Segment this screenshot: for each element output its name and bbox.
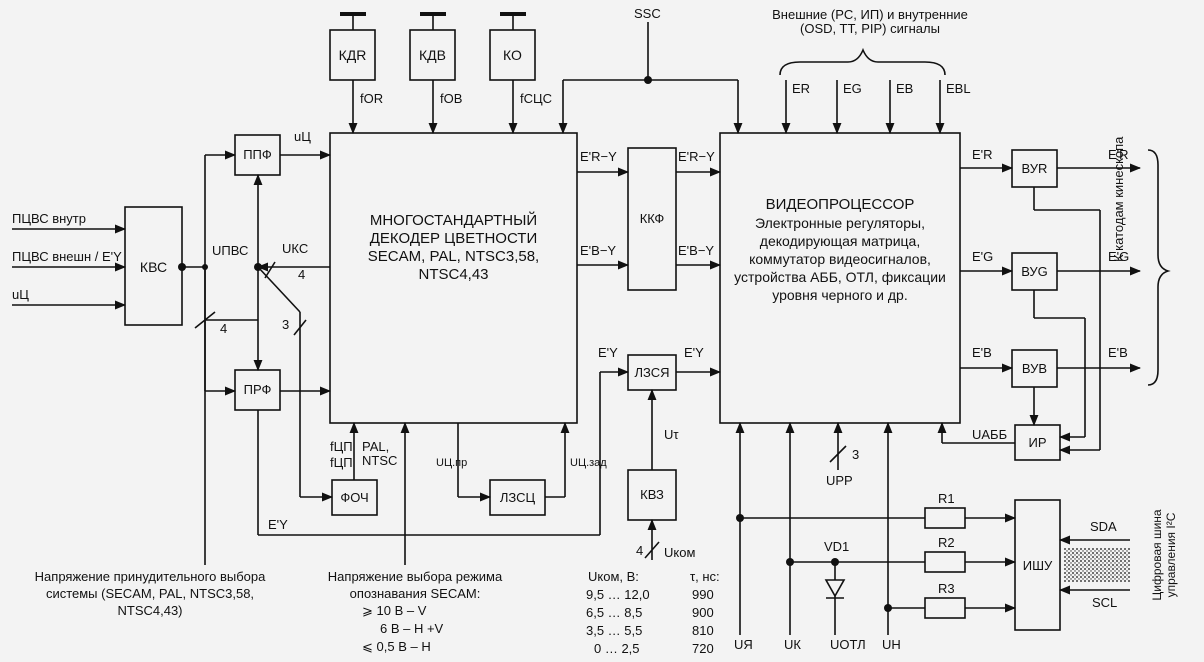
bus-4-b: 4 [220,321,228,336]
f-csc-label: fСЦС [520,91,553,106]
ery-kkf-label: E'R−Y [678,149,715,164]
secam-mode-2: 6 В – H +V [380,621,444,636]
secam-mode-1: ⩾ 10 В – V [362,603,427,618]
f-ob-label: fOB [440,91,463,106]
bus-3-a: 3 [282,317,290,332]
eby-decoder-label: E'B−Y [580,243,617,258]
tau-value: 990 [692,587,714,602]
upvs-label: UПВС [212,243,249,258]
ukom-value: 9,5 … 12,0 [586,587,650,602]
lzsc-label: ЛЗСЦ [499,490,536,505]
bus-4-c: 4 [636,543,644,558]
pcvs-internal-label: ПЦВС внутр [12,211,86,226]
uotl-label: UОТЛ [830,637,866,652]
uc-pr-label: UЦ.пр [436,457,468,469]
uya-label: UЯ [734,637,753,652]
er-vp-label: E'R [972,147,993,162]
ey-bottom-label: E'Y [268,517,288,532]
uc-input-label: uЦ [12,287,29,302]
uc-ppf-label: uЦ [294,129,311,144]
ey-in-label: E'Y [598,345,618,360]
decoder-label: МНОГОСТАНДАРТНЫЙ ДЕКОДЕР ЦВЕТНОСТИ SECAM… [367,212,540,283]
bus-3-b: 3 [852,447,860,462]
kdr-label: КДR [338,47,367,63]
er-out-label: E'R [1108,147,1129,162]
er-label: ER [792,81,811,96]
vur-label: ВУR [1021,161,1048,176]
pcvs-external-label: ПЦВС внешн / E'Y [12,249,122,264]
pal-ntsc-label: PAL, NTSC [362,439,398,468]
ukom-value: 6,5 … 8,5 [586,605,643,620]
videoprocessor-description: Электронные регуляторы, декодирующая мат… [734,215,946,303]
foch-label: ФОЧ [340,490,369,505]
eb-vp-label: E'B [972,345,992,360]
kkf-label: ККФ [639,211,665,226]
bus-4-a: 4 [298,267,306,282]
secam-mode-title: Напряжение выбора режима опознавания SEC… [327,569,503,601]
uk-label: UК [784,637,801,652]
ssc-label: SSC [634,6,661,21]
sda-label: SDA [1090,519,1117,534]
r1-resistor [924,507,966,529]
upr-label: UPP [826,473,853,488]
lzsya-label: ЛЗСЯ [634,365,670,380]
utau-label: Uτ [664,427,679,442]
r1-label: R1 [938,491,955,506]
ko-label: КО [503,47,522,63]
eb-out-label: E'B [1108,345,1128,360]
vd1-diode [824,579,846,599]
ir-label: ИР [1028,435,1047,450]
uc-zad-label: UЦ.зад [570,457,607,469]
kvz-label: КВЗ [640,487,664,502]
eby-kkf-label: E'B−Y [678,243,715,258]
uh-label: UН [882,637,901,652]
ery-decoder-label: E'R−Y [580,149,617,164]
ukom-value: 0 … 2,5 [594,641,640,656]
i2c-bus [1064,548,1130,582]
eb-label: EB [896,81,914,96]
eg-vp-label: E'G [972,249,994,264]
ukom-label: Uком [664,545,696,560]
fcp-label-1: fЦП [330,439,353,454]
vug-label: ВУG [1021,264,1048,279]
i2c-bus-label: Цифровая шина управления I²C [1150,509,1178,601]
ebl-label: EBL [946,81,971,96]
uks-label: UКС [282,241,309,256]
ukom-value: 3,5 … 5,5 [586,623,643,638]
fcp-label-2: fЦП [330,455,353,470]
tau-value: 810 [692,623,714,638]
scl-label: SCL [1092,595,1118,610]
tau-header: τ, нс: [690,569,720,584]
eg-label: EG [843,81,862,96]
r2-resistor [924,551,966,573]
ey-out-label: E'Y [684,345,704,360]
tau-value: 720 [692,641,714,656]
forced-system-note: Напряжение принудительного выбора систем… [34,569,266,618]
kvs-label: КВС [139,259,168,275]
vub-label: ВУB [1021,361,1048,376]
ukom-header: Uком, В: [588,569,639,584]
prf-label: ПРФ [243,382,272,397]
r2-label: R2 [938,535,955,550]
r3-label: R3 [938,581,955,596]
videoprocessor-title: ВИДЕОПРОЦЕССОР [765,196,915,213]
tau-value: 900 [692,605,714,620]
uabb-label: UАББ [972,427,1008,442]
kdb-label: КДB [419,47,446,63]
r3-resistor [924,597,966,619]
vd1-label: VD1 [824,539,850,554]
kkf-block [627,147,677,291]
eg-out-label: E'G [1108,249,1130,264]
kinescope-label: К катодам кинескопа [1111,136,1126,262]
secam-mode-3: ⩽ 0,5 В – H [362,639,431,654]
decoder-block [329,132,578,424]
ppf-label: ППФ [243,147,272,162]
f-or-label: fOR [360,91,384,106]
ishu-label: ИШУ [1022,558,1053,573]
external-signals-label: Внешние (PC, ИП) и внутренние (OSD, TT, … [772,7,968,36]
